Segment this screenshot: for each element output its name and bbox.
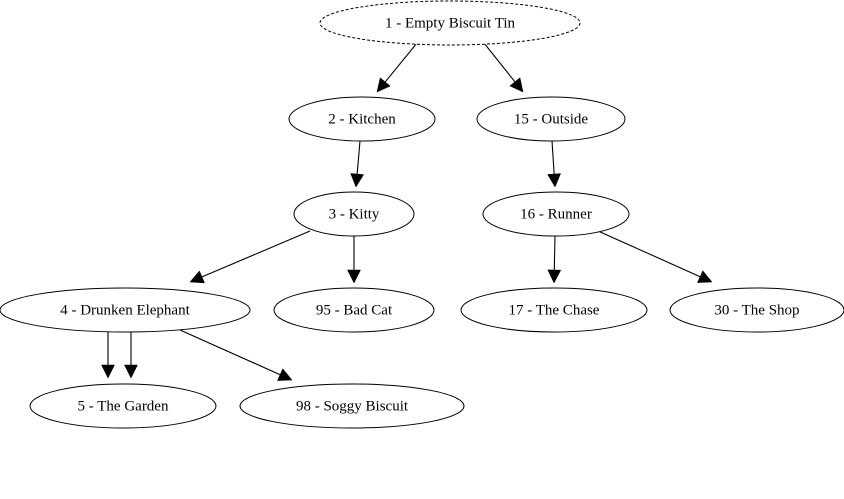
edge-line <box>551 140 555 175</box>
node-ellipse[interactable] <box>460 287 648 333</box>
graph-edge <box>101 332 115 379</box>
graph-node[interactable]: 30 - The Shop <box>669 287 844 333</box>
node-label: 95 - Bad Cat <box>316 302 393 318</box>
node-ellipse[interactable] <box>29 383 217 429</box>
graph-edge <box>347 236 361 284</box>
graph-edge <box>350 140 365 188</box>
node-label: 1 - Empty Biscuit Tin <box>385 15 516 31</box>
graph-edge <box>547 235 562 284</box>
edge-arrowhead-icon <box>697 270 713 283</box>
node-ellipse[interactable] <box>476 96 626 142</box>
graph-edge <box>179 329 293 381</box>
graph-node[interactable]: 2 - Kitchen <box>288 96 436 142</box>
edge-arrowhead-icon <box>547 269 562 284</box>
node-label: 4 - Drunken Elephant <box>60 302 190 318</box>
graph-edge <box>483 42 524 93</box>
edge-arrowhead-icon <box>189 270 205 284</box>
edge-arrowhead-icon <box>101 364 115 379</box>
edge-line <box>201 230 311 278</box>
node-label: 30 - The Shop <box>714 302 799 318</box>
edge-arrowhead-icon <box>376 77 391 93</box>
node-ellipse[interactable] <box>482 191 630 237</box>
graph-edge <box>376 42 418 93</box>
node-ellipse[interactable] <box>669 287 844 333</box>
node-label: 17 - The Chase <box>509 302 600 318</box>
edge-arrowhead-icon <box>124 364 138 379</box>
node-label: 16 - Runner <box>520 206 592 222</box>
graph-edge <box>597 230 713 283</box>
graph-edge <box>547 140 562 188</box>
node-ellipse[interactable] <box>0 287 251 333</box>
edge-arrowhead-icon <box>347 269 361 284</box>
edge-line <box>384 42 418 83</box>
node-label: 5 - The Garden <box>78 398 169 414</box>
graph-node[interactable]: 1 - Empty Biscuit Tin <box>319 0 581 46</box>
node-label: 15 - Outside <box>514 111 589 127</box>
edge-line <box>179 329 281 376</box>
node-ellipse[interactable] <box>273 287 435 333</box>
edge-arrowhead-icon <box>509 77 524 93</box>
node-ellipse[interactable] <box>239 383 465 429</box>
edge-line <box>553 235 556 271</box>
node-ellipse[interactable] <box>288 96 436 142</box>
edge-line <box>597 230 701 278</box>
graph-edge <box>189 230 311 284</box>
edges-layer <box>101 42 713 381</box>
graph-node[interactable]: 15 - Outside <box>476 96 626 142</box>
edge-arrowhead-icon <box>350 173 365 188</box>
graph-node[interactable]: 4 - Drunken Elephant <box>0 287 251 333</box>
edge-line <box>483 42 516 83</box>
graph-node[interactable]: 16 - Runner <box>482 191 630 237</box>
node-label: 2 - Kitchen <box>328 111 396 127</box>
graph-node[interactable]: 95 - Bad Cat <box>273 287 435 333</box>
edge-arrowhead-icon <box>277 368 293 381</box>
edge-arrowhead-icon <box>547 173 562 188</box>
graph-edge <box>124 332 138 379</box>
graph-node[interactable]: 5 - The Garden <box>29 383 217 429</box>
node-label: 3 - Kitty <box>329 206 380 222</box>
edge-line <box>356 140 361 175</box>
node-ellipse[interactable] <box>293 191 415 237</box>
graph-node[interactable]: 3 - Kitty <box>293 191 415 237</box>
node-ellipse[interactable] <box>319 0 581 46</box>
nodes-layer: 1 - Empty Biscuit Tin 2 - Kitchen 15 - Out… <box>0 0 844 429</box>
node-label: 98 - Soggy Biscuit <box>296 398 409 414</box>
graph-node[interactable]: 98 - Soggy Biscuit <box>239 383 465 429</box>
graph-node[interactable]: 17 - The Chase <box>460 287 648 333</box>
